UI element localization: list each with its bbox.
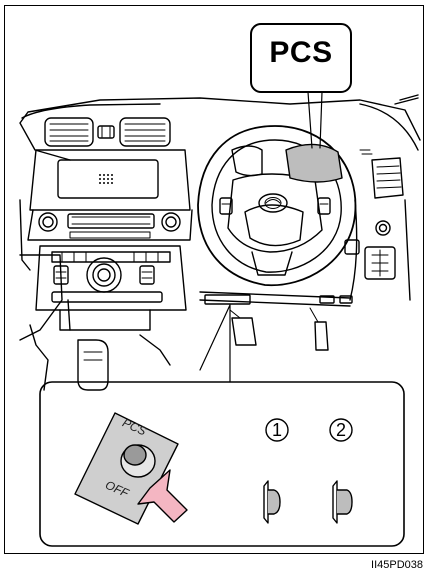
center-vent-left [45, 118, 93, 146]
right-knob [162, 213, 180, 231]
position-1-number: 1 [266, 419, 288, 441]
right-vent [372, 158, 403, 198]
center-vent-right [120, 118, 170, 146]
toyota-emblem [259, 194, 287, 212]
left-knob [39, 213, 57, 231]
figure-code: II45PD038 [371, 559, 423, 571]
center-dial [87, 258, 121, 292]
accelerator-pedal [315, 322, 328, 350]
switch-side-1 [264, 481, 268, 523]
center-display-frame [30, 150, 190, 210]
display-dots [99, 174, 113, 184]
pcs-callout-box [0, 0, 431, 120]
pcs-callout-label: PCS [251, 36, 351, 70]
bottom-callout-leader [200, 305, 230, 382]
position-2-number: 2 [330, 419, 352, 441]
steering-hub [228, 174, 322, 252]
switch-side-2 [333, 481, 337, 523]
pcs-indicator-area [286, 144, 342, 182]
brake-pedal [232, 318, 256, 345]
